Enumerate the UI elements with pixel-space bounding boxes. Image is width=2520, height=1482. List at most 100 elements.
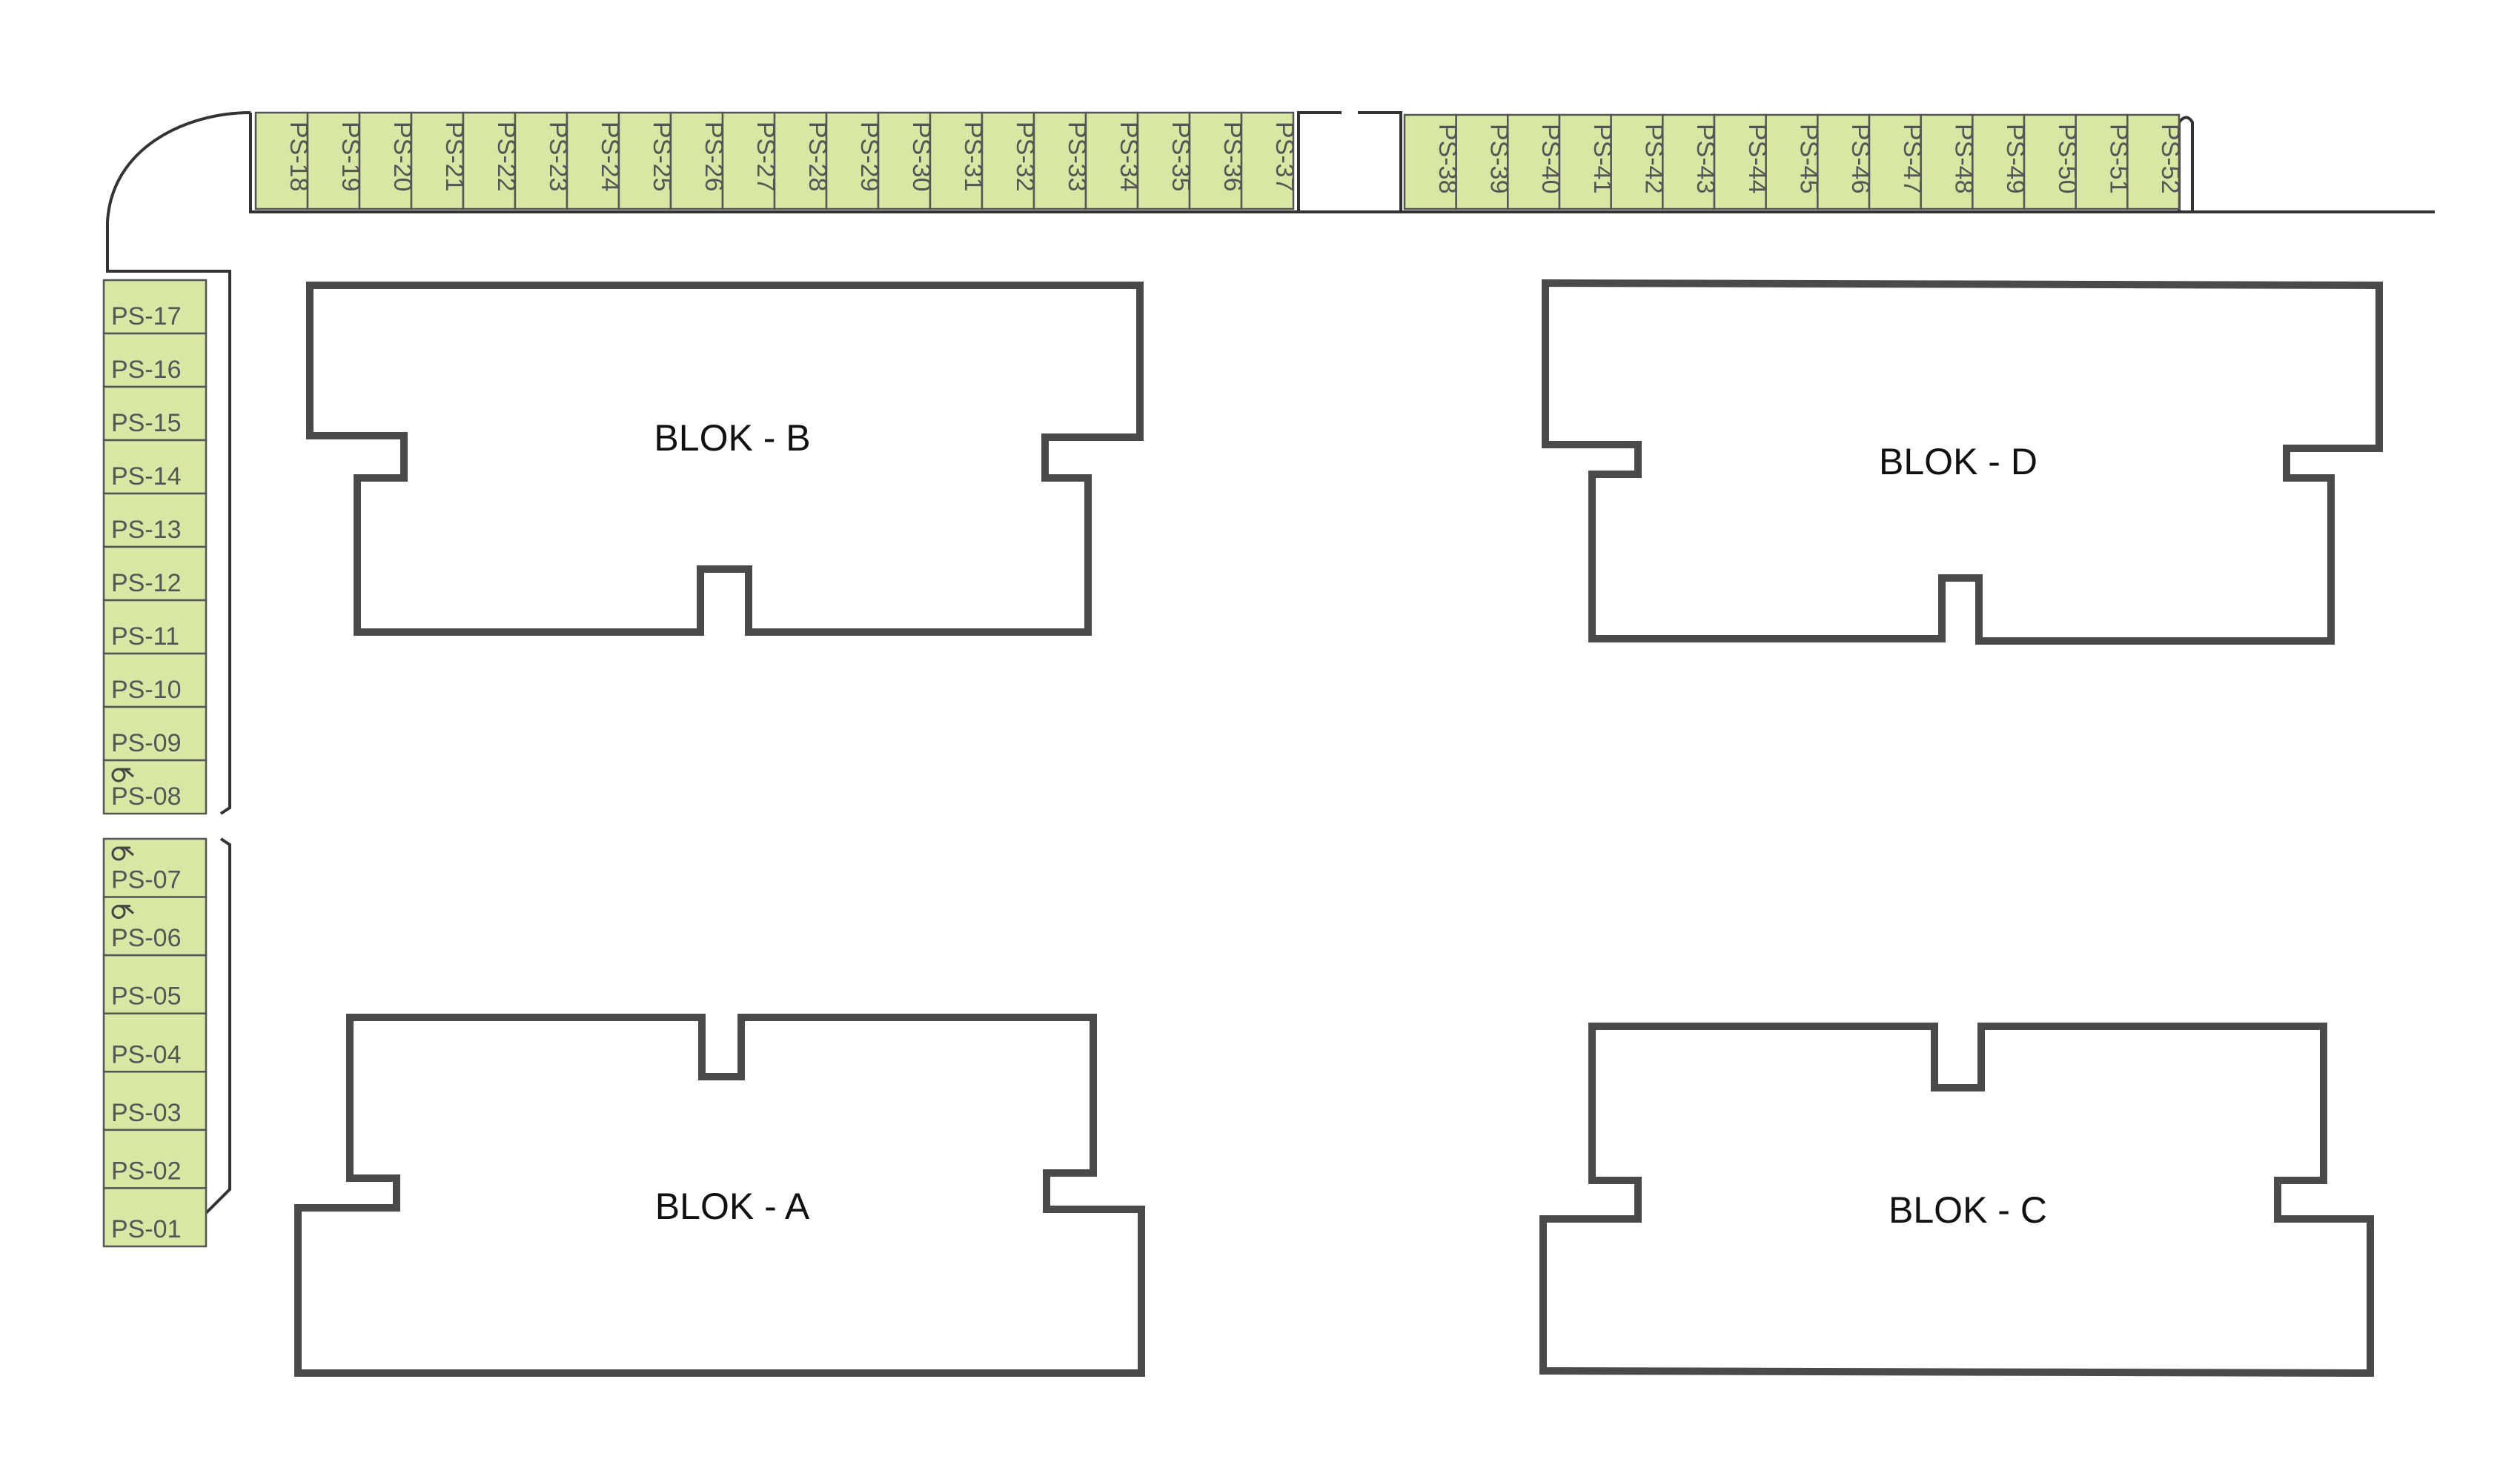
parking-slot-shape[interactable] bbox=[102, 492, 208, 548]
parking-slot-ps-14[interactable]: PS-14 bbox=[102, 439, 208, 495]
parking-slot-shape[interactable] bbox=[1817, 113, 1871, 210]
parking-slot-ps-43[interactable]: PS-43 bbox=[1662, 113, 1720, 210]
parking-slot-shape[interactable] bbox=[102, 599, 208, 655]
parking-slot-shape[interactable] bbox=[1032, 111, 1087, 210]
parking-slot-ps-48[interactable]: PS-48 bbox=[1920, 113, 1978, 210]
parking-slot-ps-10[interactable]: PS-10 bbox=[102, 652, 208, 708]
parking-slot-ps-29[interactable]: PS-29 bbox=[825, 111, 883, 210]
parking-slot-ps-44[interactable]: PS-44 bbox=[1713, 113, 1771, 210]
parking-slot-shape[interactable] bbox=[617, 111, 672, 210]
parking-slot-ps-52[interactable]: PS-52 bbox=[2126, 113, 2184, 210]
parking-slot-ps-27[interactable]: PS-27 bbox=[721, 111, 780, 210]
parking-slot-ps-45[interactable]: PS-45 bbox=[1765, 113, 1823, 210]
parking-slot-shape[interactable] bbox=[102, 439, 208, 495]
parking-slot-ps-35[interactable]: PS-35 bbox=[1136, 111, 1195, 210]
parking-slot-shape[interactable] bbox=[102, 652, 208, 708]
parking-slot-ps-05[interactable]: PS-05 bbox=[102, 954, 208, 1014]
parking-slot-ps-24[interactable]: PS-24 bbox=[566, 111, 624, 210]
parking-slot-ps-41[interactable]: PS-41 bbox=[1558, 113, 1617, 210]
parking-slot-ps-39[interactable]: PS-39 bbox=[1455, 113, 1513, 210]
parking-slot-shape[interactable] bbox=[1610, 113, 1664, 210]
parking-slot-shape[interactable] bbox=[1713, 113, 1767, 210]
parking-slot-shape[interactable] bbox=[877, 111, 932, 210]
parking-slot-shape[interactable] bbox=[1240, 111, 1295, 210]
parking-slot-shape[interactable] bbox=[254, 111, 309, 210]
parking-slot-ps-51[interactable]: PS-51 bbox=[2075, 113, 2133, 210]
parking-slot-ps-08[interactable]: PS-08 bbox=[102, 759, 208, 815]
parking-slot-ps-33[interactable]: PS-33 bbox=[1032, 111, 1091, 210]
parking-slot-shape[interactable] bbox=[1188, 111, 1243, 210]
parking-slot-ps-23[interactable]: PS-23 bbox=[514, 111, 572, 210]
parking-slot-shape[interactable] bbox=[1455, 113, 1509, 210]
parking-slot-shape[interactable] bbox=[358, 111, 413, 210]
parking-slot-ps-34[interactable]: PS-34 bbox=[1084, 111, 1143, 210]
parking-slot-shape[interactable] bbox=[981, 111, 1035, 210]
parking-slot-ps-28[interactable]: PS-28 bbox=[773, 111, 832, 210]
parking-slot-shape[interactable] bbox=[1765, 113, 1819, 210]
parking-slot-ps-06[interactable]: PS-06 bbox=[102, 896, 208, 957]
parking-slot-ps-03[interactable]: PS-03 bbox=[102, 1071, 208, 1132]
parking-slot-ps-11[interactable]: PS-11 bbox=[102, 599, 208, 655]
parking-slot-shape[interactable] bbox=[773, 111, 828, 210]
parking-slot-shape[interactable] bbox=[410, 111, 465, 210]
parking-slot-ps-30[interactable]: PS-30 bbox=[877, 111, 935, 210]
parking-slot-shape[interactable] bbox=[929, 111, 984, 210]
parking-slot-ps-04[interactable]: PS-04 bbox=[102, 1012, 208, 1073]
parking-slot-shape[interactable] bbox=[102, 705, 208, 762]
parking-slot-ps-09[interactable]: PS-09 bbox=[102, 705, 208, 762]
parking-slot-ps-15[interactable]: PS-15 bbox=[102, 385, 208, 442]
parking-slot-shape[interactable] bbox=[721, 111, 776, 210]
parking-slot-ps-50[interactable]: PS-50 bbox=[2023, 113, 2081, 210]
parking-slot-ps-01[interactable]: PS-01 bbox=[102, 1187, 208, 1248]
parking-slot-ps-38[interactable]: PS-38 bbox=[1403, 113, 1462, 210]
parking-slot-ps-22[interactable]: PS-22 bbox=[462, 111, 520, 210]
parking-slot-shape[interactable] bbox=[514, 111, 568, 210]
parking-slot-shape[interactable] bbox=[306, 111, 361, 210]
parking-slot-shape[interactable] bbox=[566, 111, 620, 210]
parking-slot-ps-21[interactable]: PS-21 bbox=[410, 111, 468, 210]
parking-slot-ps-42[interactable]: PS-42 bbox=[1610, 113, 1668, 210]
parking-slot-shape[interactable] bbox=[102, 1129, 208, 1189]
parking-slot-shape[interactable] bbox=[102, 545, 208, 602]
parking-slot-ps-36[interactable]: PS-36 bbox=[1188, 111, 1247, 210]
parking-slot-shape[interactable] bbox=[2023, 113, 2077, 210]
parking-slot-ps-12[interactable]: PS-12 bbox=[102, 545, 208, 602]
parking-slot-shape[interactable] bbox=[102, 1012, 208, 1073]
parking-slot-shape[interactable] bbox=[1136, 111, 1191, 210]
parking-slot-ps-49[interactable]: PS-49 bbox=[1972, 113, 2029, 210]
parking-slot-shape[interactable] bbox=[1972, 113, 2026, 210]
parking-slot-shape[interactable] bbox=[825, 111, 880, 210]
parking-slot-ps-13[interactable]: PS-13 bbox=[102, 492, 208, 548]
parking-slot-ps-19[interactable]: PS-19 bbox=[306, 111, 365, 210]
parking-slot-shape[interactable] bbox=[1662, 113, 1716, 210]
parking-slot-shape[interactable] bbox=[1868, 113, 1922, 210]
parking-slot-shape[interactable] bbox=[462, 111, 517, 210]
parking-slot-shape[interactable] bbox=[1507, 113, 1561, 210]
parking-slot-ps-20[interactable]: PS-20 bbox=[358, 111, 417, 210]
parking-slot-ps-18[interactable]: PS-18 bbox=[254, 111, 313, 210]
parking-slot-ps-32[interactable]: PS-32 bbox=[981, 111, 1039, 210]
parking-slot-shape[interactable] bbox=[1084, 111, 1139, 210]
parking-slot-ps-02[interactable]: PS-02 bbox=[102, 1129, 208, 1189]
parking-slot-shape[interactable] bbox=[102, 954, 208, 1014]
parking-slot-shape[interactable] bbox=[669, 111, 724, 210]
parking-slot-ps-07[interactable]: PS-07 bbox=[102, 837, 208, 898]
parking-slot-ps-31[interactable]: PS-31 bbox=[929, 111, 987, 210]
parking-slot-ps-47[interactable]: PS-47 bbox=[1868, 113, 1926, 210]
parking-slot-shape[interactable] bbox=[102, 1187, 208, 1248]
parking-slot-ps-26[interactable]: PS-26 bbox=[669, 111, 728, 210]
parking-slot-shape[interactable] bbox=[102, 1071, 208, 1132]
parking-slot-ps-37[interactable]: PS-37 bbox=[1240, 111, 1299, 210]
parking-slot-shape[interactable] bbox=[102, 759, 208, 815]
parking-slot-shape[interactable] bbox=[2075, 113, 2129, 210]
parking-slot-ps-16[interactable]: PS-16 bbox=[102, 332, 208, 388]
parking-slot-shape[interactable] bbox=[2126, 113, 2181, 210]
parking-slot-shape[interactable] bbox=[102, 385, 208, 442]
parking-slot-shape[interactable] bbox=[1403, 113, 1457, 210]
parking-slot-ps-40[interactable]: PS-40 bbox=[1507, 113, 1565, 210]
parking-slot-ps-25[interactable]: PS-25 bbox=[617, 111, 676, 210]
parking-slot-shape[interactable] bbox=[102, 332, 208, 388]
parking-slot-shape[interactable] bbox=[1920, 113, 1974, 210]
parking-slot-ps-46[interactable]: PS-46 bbox=[1817, 113, 1874, 210]
parking-slot-shape[interactable] bbox=[102, 279, 208, 335]
